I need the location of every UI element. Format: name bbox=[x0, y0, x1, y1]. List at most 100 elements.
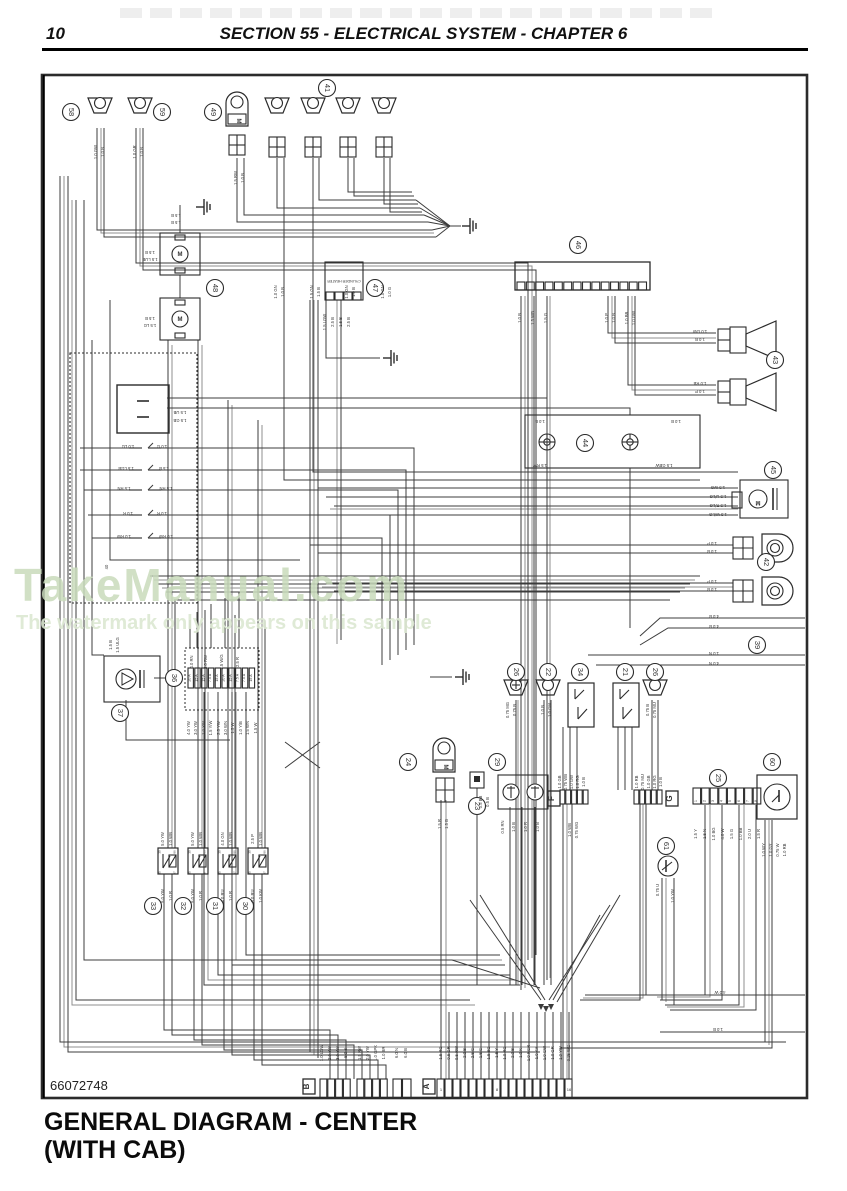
motor-housing bbox=[225, 91, 249, 127]
terminal bbox=[264, 97, 290, 114]
component-box bbox=[241, 667, 249, 689]
pin-number: 4 bbox=[720, 800, 724, 802]
callout-number: 41 bbox=[323, 84, 332, 92]
terminal bbox=[87, 97, 113, 114]
component-circle bbox=[365, 278, 385, 298]
component-box bbox=[372, 1078, 380, 1099]
component-box bbox=[469, 771, 485, 789]
wire-label: 2.0 U bbox=[747, 829, 752, 839]
pin-number: 2 bbox=[702, 800, 706, 802]
component-box bbox=[729, 378, 747, 406]
wire-label: 1.0 B bbox=[535, 419, 545, 424]
motor-label: M bbox=[442, 765, 448, 770]
component-circle bbox=[467, 796, 487, 816]
wire-label: 4.0 YW bbox=[186, 721, 191, 735]
figure-number: 66072748 bbox=[50, 1078, 108, 1093]
component-circle bbox=[341, 96, 355, 110]
wire-label: 40 bbox=[104, 564, 109, 569]
wire-label: 0.5 RW bbox=[454, 1046, 459, 1060]
pin-number: 3 bbox=[711, 800, 715, 802]
wire-label: 0.5 GR bbox=[446, 1046, 451, 1059]
wire-label: 1.0 WB bbox=[168, 832, 173, 846]
terminal bbox=[371, 97, 397, 114]
wire-label: 1 bbox=[440, 1087, 443, 1092]
wire-label: 0.5 B bbox=[485, 797, 490, 807]
wire-label: 1.0 B bbox=[351, 287, 356, 297]
wire-label: 1.5 R bbox=[756, 829, 761, 839]
wire-label: 4.0 GN bbox=[220, 832, 225, 845]
wire-label: 1.5 W/G bbox=[219, 654, 224, 669]
wire bbox=[201, 874, 355, 1079]
scan-artifact bbox=[120, 8, 720, 18]
wire-label: 1.0 RW bbox=[159, 534, 173, 539]
wire-label: 1.0 GN bbox=[344, 285, 349, 298]
component-box bbox=[525, 281, 535, 291]
wire bbox=[423, 214, 451, 227]
fuse-rating: 15 A bbox=[195, 674, 199, 682]
pump-glyph bbox=[121, 672, 135, 686]
relay-pin: 86 bbox=[263, 850, 267, 854]
wire-label: 3.0 YW bbox=[193, 721, 198, 735]
relay-pin: 87 bbox=[203, 871, 207, 875]
wire-label: 1.0 B bbox=[100, 147, 105, 157]
component-circle bbox=[766, 539, 784, 557]
component-box bbox=[325, 291, 335, 301]
relay-pin: 86 bbox=[173, 850, 177, 854]
wire bbox=[59, 176, 786, 1043]
wire-label: 1.0 GB bbox=[646, 775, 651, 788]
wire-label: 5.0 YW bbox=[190, 832, 195, 846]
wire bbox=[153, 469, 407, 650]
wire-label: 1.0 KY bbox=[534, 1047, 539, 1060]
component-box bbox=[227, 113, 247, 125]
wire bbox=[657, 805, 711, 998]
component-circle bbox=[575, 433, 595, 453]
wire-label: 1.0 P bbox=[707, 541, 717, 546]
component-circle bbox=[506, 662, 526, 682]
component-circle bbox=[306, 96, 320, 110]
component-line bbox=[228, 854, 237, 868]
component-box bbox=[709, 787, 719, 805]
component-box bbox=[364, 1078, 373, 1099]
component-box bbox=[564, 1078, 573, 1099]
wire-label: 3.0 WN bbox=[223, 721, 228, 735]
component-box bbox=[739, 479, 789, 519]
component-box bbox=[319, 1078, 328, 1099]
component-box bbox=[591, 281, 601, 291]
wire bbox=[167, 407, 631, 415]
component-circle bbox=[115, 668, 137, 690]
wire-label: 4.0 N bbox=[709, 661, 719, 666]
wire bbox=[631, 296, 716, 391]
component-box bbox=[633, 789, 640, 805]
wire bbox=[580, 804, 641, 1001]
component-line bbox=[661, 861, 673, 871]
component-box bbox=[187, 847, 209, 875]
wire bbox=[91, 340, 104, 656]
wire-label: 1.5 G bbox=[543, 313, 548, 323]
wire-label: 0.75 U bbox=[655, 884, 660, 896]
callout-number: 37 bbox=[116, 709, 125, 717]
component-circle bbox=[656, 836, 676, 856]
wire bbox=[135, 128, 529, 960]
arrowhead bbox=[543, 1006, 549, 1012]
wire-label: 1.0 YW bbox=[558, 1046, 563, 1060]
component-line bbox=[619, 689, 630, 700]
component-box bbox=[544, 281, 554, 291]
relay-pin: 87 bbox=[233, 871, 237, 875]
wire-label: 6.0 B bbox=[403, 1048, 408, 1058]
ground-symbol bbox=[462, 218, 477, 234]
component-circle bbox=[615, 662, 635, 682]
component-box bbox=[484, 1078, 493, 1099]
wire-label: 1.5 Y bbox=[494, 1048, 499, 1058]
component-box bbox=[639, 789, 646, 805]
wire bbox=[427, 221, 451, 227]
wire-label: 2.0 B bbox=[510, 1048, 515, 1058]
component-circle bbox=[769, 542, 781, 554]
component-box bbox=[567, 682, 595, 728]
callout-number: 22 bbox=[544, 668, 553, 676]
component-box bbox=[581, 281, 591, 291]
wire-label: 1.5 BG bbox=[486, 1046, 491, 1059]
callout-number: 34 bbox=[576, 668, 585, 676]
wire-label: 1.5 N bbox=[702, 829, 707, 839]
wire-label: 1.5 WG bbox=[711, 485, 725, 490]
